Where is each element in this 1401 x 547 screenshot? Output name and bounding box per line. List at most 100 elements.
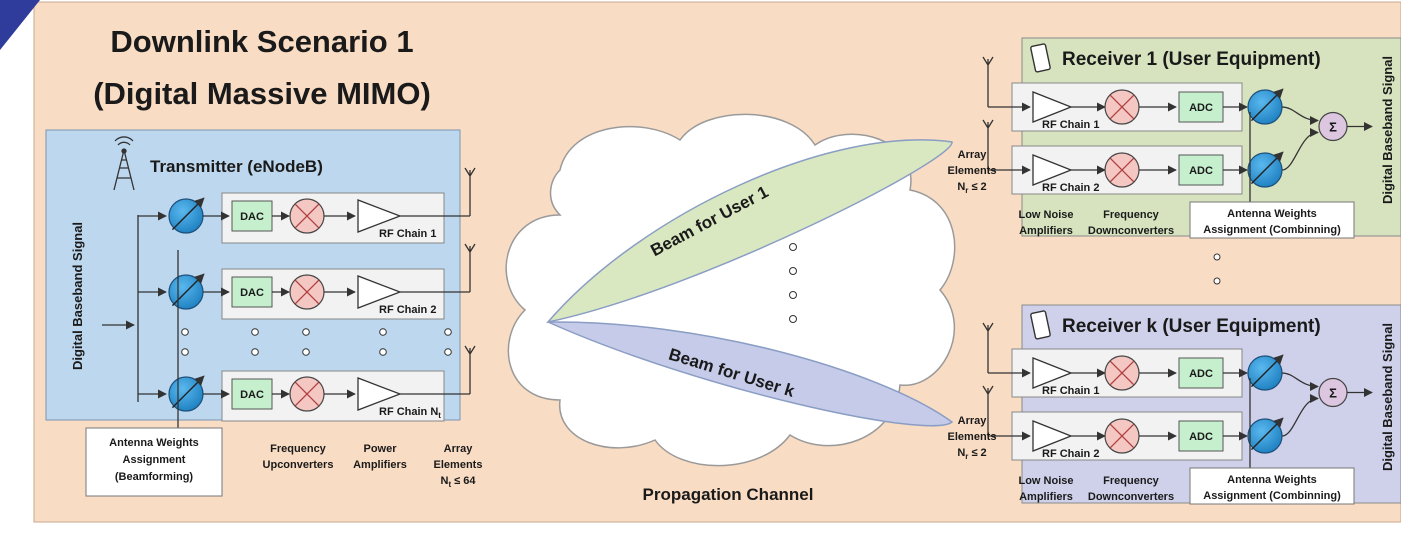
antenna-shape (982, 56, 994, 79)
ellipsis-dot (181, 328, 189, 336)
amplifier-icon (357, 377, 402, 411)
corner-decoration (0, 0, 40, 50)
mixer-cross (294, 203, 320, 229)
phase-shifter-arrow (1250, 354, 1284, 388)
rf-chain-label: RF Chain 1 (1042, 385, 1099, 397)
rx-array-label-3: Nr ≤ 2 (957, 447, 986, 461)
tx-weights-box (85, 427, 223, 497)
phase-shifter-icon (1247, 354, 1284, 391)
ellipsis-dot (444, 328, 452, 336)
ellipsis-dot (302, 328, 310, 336)
rx-freq-label-1: Frequency (1103, 209, 1160, 221)
ellipsis-dot (251, 328, 259, 336)
rx-array-limit: ≤ 2 (968, 447, 986, 459)
rx-lna-label-1: Low Noise (1018, 209, 1073, 221)
antenna-icon (982, 56, 994, 79)
phase-shifter-arrow (1250, 417, 1284, 451)
antenna-icon (464, 167, 476, 190)
rf-chain-label-sub: t (438, 411, 441, 420)
ps-to-summer-arrow (1281, 106, 1319, 126)
tx-weights-line-2: Assignment (123, 454, 186, 466)
ellipsis-dot (444, 348, 452, 356)
ps-to-summer-arrow (1281, 393, 1319, 437)
antenna-shape (464, 345, 476, 368)
antenna-shape (982, 119, 994, 142)
mixer-cross (294, 381, 320, 407)
beam-user-k (547, 321, 954, 427)
beam-user-1 (545, 139, 953, 324)
phone-icon (1030, 43, 1051, 73)
antenna-icon (464, 243, 476, 266)
adc-label: ADC (1189, 368, 1213, 380)
rx-lna-label-1: Low Noise (1018, 475, 1073, 487)
phase-shifter-icon (168, 273, 205, 310)
rx-array-label-1: Array (958, 415, 988, 427)
rf-chain-label: RF Chain 2 (1042, 182, 1099, 194)
receiver-output-label: Digital Baseband Signal (1380, 323, 1395, 471)
rx-array-label-2: Elements (948, 431, 997, 443)
mixer-cross (294, 279, 320, 305)
summer-icon: Σ (1318, 377, 1348, 408)
phase-shifter-icon (168, 197, 205, 234)
receiver-title: Receiver k (User Equipment) (1062, 316, 1321, 337)
mixer-icon (289, 198, 325, 234)
antenna-shape (464, 243, 476, 266)
title-line-1: Downlink Scenario 1 (110, 24, 413, 59)
amplifier-icon (1032, 357, 1073, 389)
amplifier-icon (357, 199, 402, 233)
phone-body (1030, 310, 1051, 340)
tx-row-1: DAC RF Chain 1 (138, 167, 476, 244)
antenna-icon (982, 119, 994, 142)
rx-array-n: N (957, 181, 965, 193)
adc-block (1178, 357, 1224, 389)
transmitter-title: Transmitter (eNodeB) (150, 157, 323, 176)
mixer-cross (1109, 94, 1135, 120)
rf-chain-label: RF Chain 1 (379, 228, 436, 240)
tx-freq-label-2: Upconverters (263, 459, 334, 471)
rx-weights-line-2: Assignment (Combinning) (1203, 490, 1341, 502)
mixer-cross (1109, 423, 1135, 449)
dac-label: DAC (240, 211, 264, 223)
dac-label: DAC (240, 389, 264, 401)
mixer-icon (1104, 355, 1140, 391)
ps-to-summer-arrow (1281, 372, 1319, 392)
tx-array-n: N (440, 475, 448, 487)
phase-shifter-arrow (1250, 151, 1284, 185)
rx-array-label-1: Array (958, 149, 988, 161)
mixer-icon (1104, 152, 1140, 188)
rx-weights-line-2: Assignment (Combinning) (1203, 224, 1341, 236)
tx-power-label-1: Power (363, 443, 397, 455)
rx-weights-box (1189, 467, 1355, 505)
phase-shifter-icon (168, 375, 205, 412)
mixer-cross (1109, 157, 1135, 183)
beam-ellipsis-dots (789, 243, 797, 323)
dac-label: DAC (240, 287, 264, 299)
mixer-icon (1104, 418, 1140, 454)
ps-to-summer-arrow (1281, 127, 1319, 171)
antenna-icon (982, 385, 994, 408)
rx-array-label-2: Elements (948, 165, 997, 177)
adc-block (1178, 420, 1224, 452)
receiver-k: Receiver k (User Equipment) Digital Baseb… (948, 304, 1401, 505)
receiver-title: Receiver 1 (User Equipment) (1062, 49, 1321, 70)
ellipsis-dot (379, 348, 387, 356)
summer-symbol: Σ (1329, 120, 1337, 135)
tx-array-sub: t (448, 480, 451, 489)
mixer-icon (1104, 89, 1140, 125)
title-line-2: (Digital Massive MIMO) (93, 76, 431, 111)
phase-shifter-icon (1247, 88, 1284, 125)
receiver-1: Receiver 1 (User Equipment)Digital Baseb… (948, 37, 1401, 239)
dac-block (231, 200, 273, 232)
antenna-shape (464, 167, 476, 190)
tx-array-limit: ≤ 64 (451, 475, 476, 487)
amplifier-icon (357, 275, 402, 309)
tx-array-label-3: Nt ≤ 64 (440, 475, 476, 489)
dac-block (231, 378, 273, 410)
antenna-shape (982, 322, 994, 345)
amplifier-icon (1032, 420, 1073, 452)
adc-block (1178, 154, 1224, 186)
rx-array-limit: ≤ 2 (968, 181, 986, 193)
